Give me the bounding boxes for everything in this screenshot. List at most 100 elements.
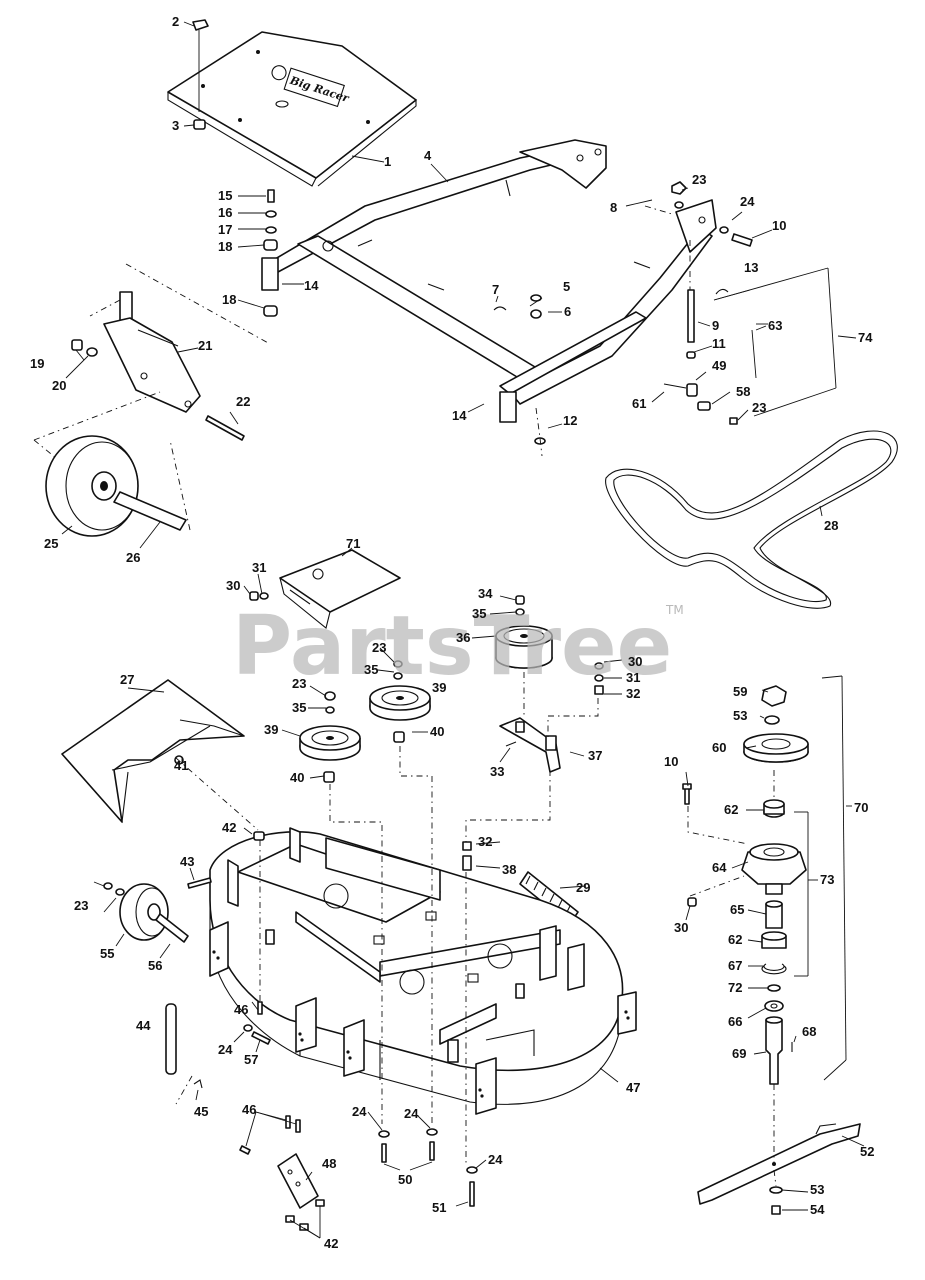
callout-10: 10 bbox=[772, 218, 786, 233]
callout-5: 5 bbox=[563, 279, 570, 294]
callout-35-a: 35 bbox=[472, 606, 486, 621]
callout-14-top: 14 bbox=[304, 278, 319, 293]
spindle-pulley-part-39-right bbox=[369, 660, 431, 743]
callout-36: 36 bbox=[456, 630, 470, 645]
deck-wheel-part-55 bbox=[103, 882, 189, 943]
callout-70: 70 bbox=[854, 800, 868, 815]
callout-46-b: 46 bbox=[242, 1102, 256, 1117]
callout-24-b: 24 bbox=[218, 1042, 233, 1057]
callout-23-a: 23 bbox=[692, 172, 706, 187]
callout-22: 22 bbox=[236, 394, 250, 409]
discharge-chute-part-27 bbox=[61, 679, 245, 824]
callout-23-c: 23 bbox=[372, 640, 386, 655]
callout-14-bottom: 14 bbox=[452, 408, 467, 423]
callout-61: 61 bbox=[632, 396, 646, 411]
callout-labels: 1 2 3 4 5 6 7 8 9 10 11 12 13 14 14 15 1… bbox=[30, 14, 874, 1251]
frame-hardware bbox=[263, 181, 753, 445]
callout-46-a: 46 bbox=[234, 1002, 248, 1017]
callout-24-a: 24 bbox=[740, 194, 755, 209]
caster-wheel-part-25 bbox=[45, 435, 139, 537]
nut-part-3 bbox=[193, 119, 206, 130]
callout-42-b: 42 bbox=[324, 1236, 338, 1251]
callout-9: 9 bbox=[712, 318, 719, 333]
callout-58: 58 bbox=[736, 384, 750, 399]
callout-64: 64 bbox=[712, 860, 727, 875]
callout-28: 28 bbox=[824, 518, 838, 533]
callout-60: 60 bbox=[712, 740, 726, 755]
callout-73: 73 bbox=[820, 872, 834, 887]
callout-50: 50 bbox=[398, 1172, 412, 1187]
callout-66: 66 bbox=[728, 1014, 742, 1029]
callout-23-b: 23 bbox=[752, 400, 766, 415]
callout-71: 71 bbox=[346, 536, 360, 551]
callout-2: 2 bbox=[172, 14, 179, 29]
callout-72: 72 bbox=[728, 980, 742, 995]
callout-35-c: 35 bbox=[292, 700, 306, 715]
callout-30-c: 30 bbox=[674, 920, 688, 935]
callout-24-d: 24 bbox=[404, 1106, 419, 1121]
callout-6: 6 bbox=[564, 304, 571, 319]
callout-47: 47 bbox=[626, 1080, 640, 1095]
pin-part-44 bbox=[165, 1003, 203, 1089]
callout-27: 27 bbox=[120, 672, 134, 687]
callout-24-e: 24 bbox=[488, 1152, 503, 1167]
callout-18-bottom: 18 bbox=[222, 292, 236, 307]
callout-48: 48 bbox=[322, 1156, 336, 1171]
callout-55: 55 bbox=[100, 946, 114, 961]
leader-lines bbox=[61, 21, 865, 1239]
callout-53-a: 53 bbox=[733, 708, 747, 723]
spindle-assembly-part-70 bbox=[682, 685, 809, 1085]
idler-arm-part-37 bbox=[499, 662, 604, 773]
callout-25: 25 bbox=[44, 536, 58, 551]
watermark-text: PartsTree bbox=[232, 599, 672, 694]
callout-23-e: 23 bbox=[74, 898, 88, 913]
height-rod-part-9 bbox=[663, 289, 738, 425]
callout-54: 54 bbox=[810, 1202, 825, 1217]
callout-69: 69 bbox=[732, 1046, 746, 1061]
callout-62-a: 62 bbox=[724, 802, 738, 817]
callout-62-b: 62 bbox=[728, 932, 742, 947]
callout-67: 67 bbox=[728, 958, 742, 973]
callout-29: 29 bbox=[576, 880, 590, 895]
callout-30-a: 30 bbox=[226, 578, 240, 593]
callout-56: 56 bbox=[148, 958, 162, 973]
deck-cover-part-1: Big Racer bbox=[167, 31, 417, 187]
callout-23-d: 23 bbox=[292, 676, 306, 691]
spacer-parts bbox=[462, 841, 472, 871]
belt-part-28 bbox=[605, 430, 898, 609]
deck-hardware bbox=[187, 831, 271, 1045]
guard-hardware bbox=[249, 591, 269, 601]
callout-8: 8 bbox=[610, 200, 617, 215]
callout-52: 52 bbox=[860, 1144, 874, 1159]
partstree-watermark: PartsTree TM bbox=[232, 599, 684, 694]
callout-39-a: 39 bbox=[432, 680, 446, 695]
caster-hardware bbox=[71, 339, 245, 441]
callout-31-a: 31 bbox=[252, 560, 266, 575]
callout-74: 74 bbox=[858, 330, 873, 345]
callout-41: 41 bbox=[174, 758, 188, 773]
callout-42-a: 42 bbox=[222, 820, 236, 835]
callout-40-a: 40 bbox=[430, 724, 444, 739]
callout-34: 34 bbox=[478, 586, 493, 601]
wheel-axle-part-26 bbox=[113, 491, 187, 531]
callout-20: 20 bbox=[52, 378, 66, 393]
callout-51: 51 bbox=[432, 1200, 446, 1215]
callout-11: 11 bbox=[712, 336, 726, 351]
callout-49: 49 bbox=[712, 358, 726, 373]
callout-35-b: 35 bbox=[364, 662, 378, 677]
callout-31-b: 31 bbox=[626, 670, 640, 685]
idler-pulley-part-36 bbox=[495, 595, 553, 669]
belt-guard-part-71 bbox=[279, 549, 401, 629]
callout-44: 44 bbox=[136, 1018, 151, 1033]
caster-arm-part-21 bbox=[103, 291, 201, 413]
callout-59: 59 bbox=[733, 684, 747, 699]
callout-12: 12 bbox=[563, 413, 577, 428]
bracket-part-48 bbox=[239, 1115, 325, 1231]
callout-45: 45 bbox=[194, 1104, 208, 1119]
callout-16: 16 bbox=[218, 205, 232, 220]
deck-bolts bbox=[378, 1128, 478, 1207]
callout-37: 37 bbox=[588, 748, 602, 763]
callout-17: 17 bbox=[218, 222, 232, 237]
callout-21: 21 bbox=[198, 338, 212, 353]
